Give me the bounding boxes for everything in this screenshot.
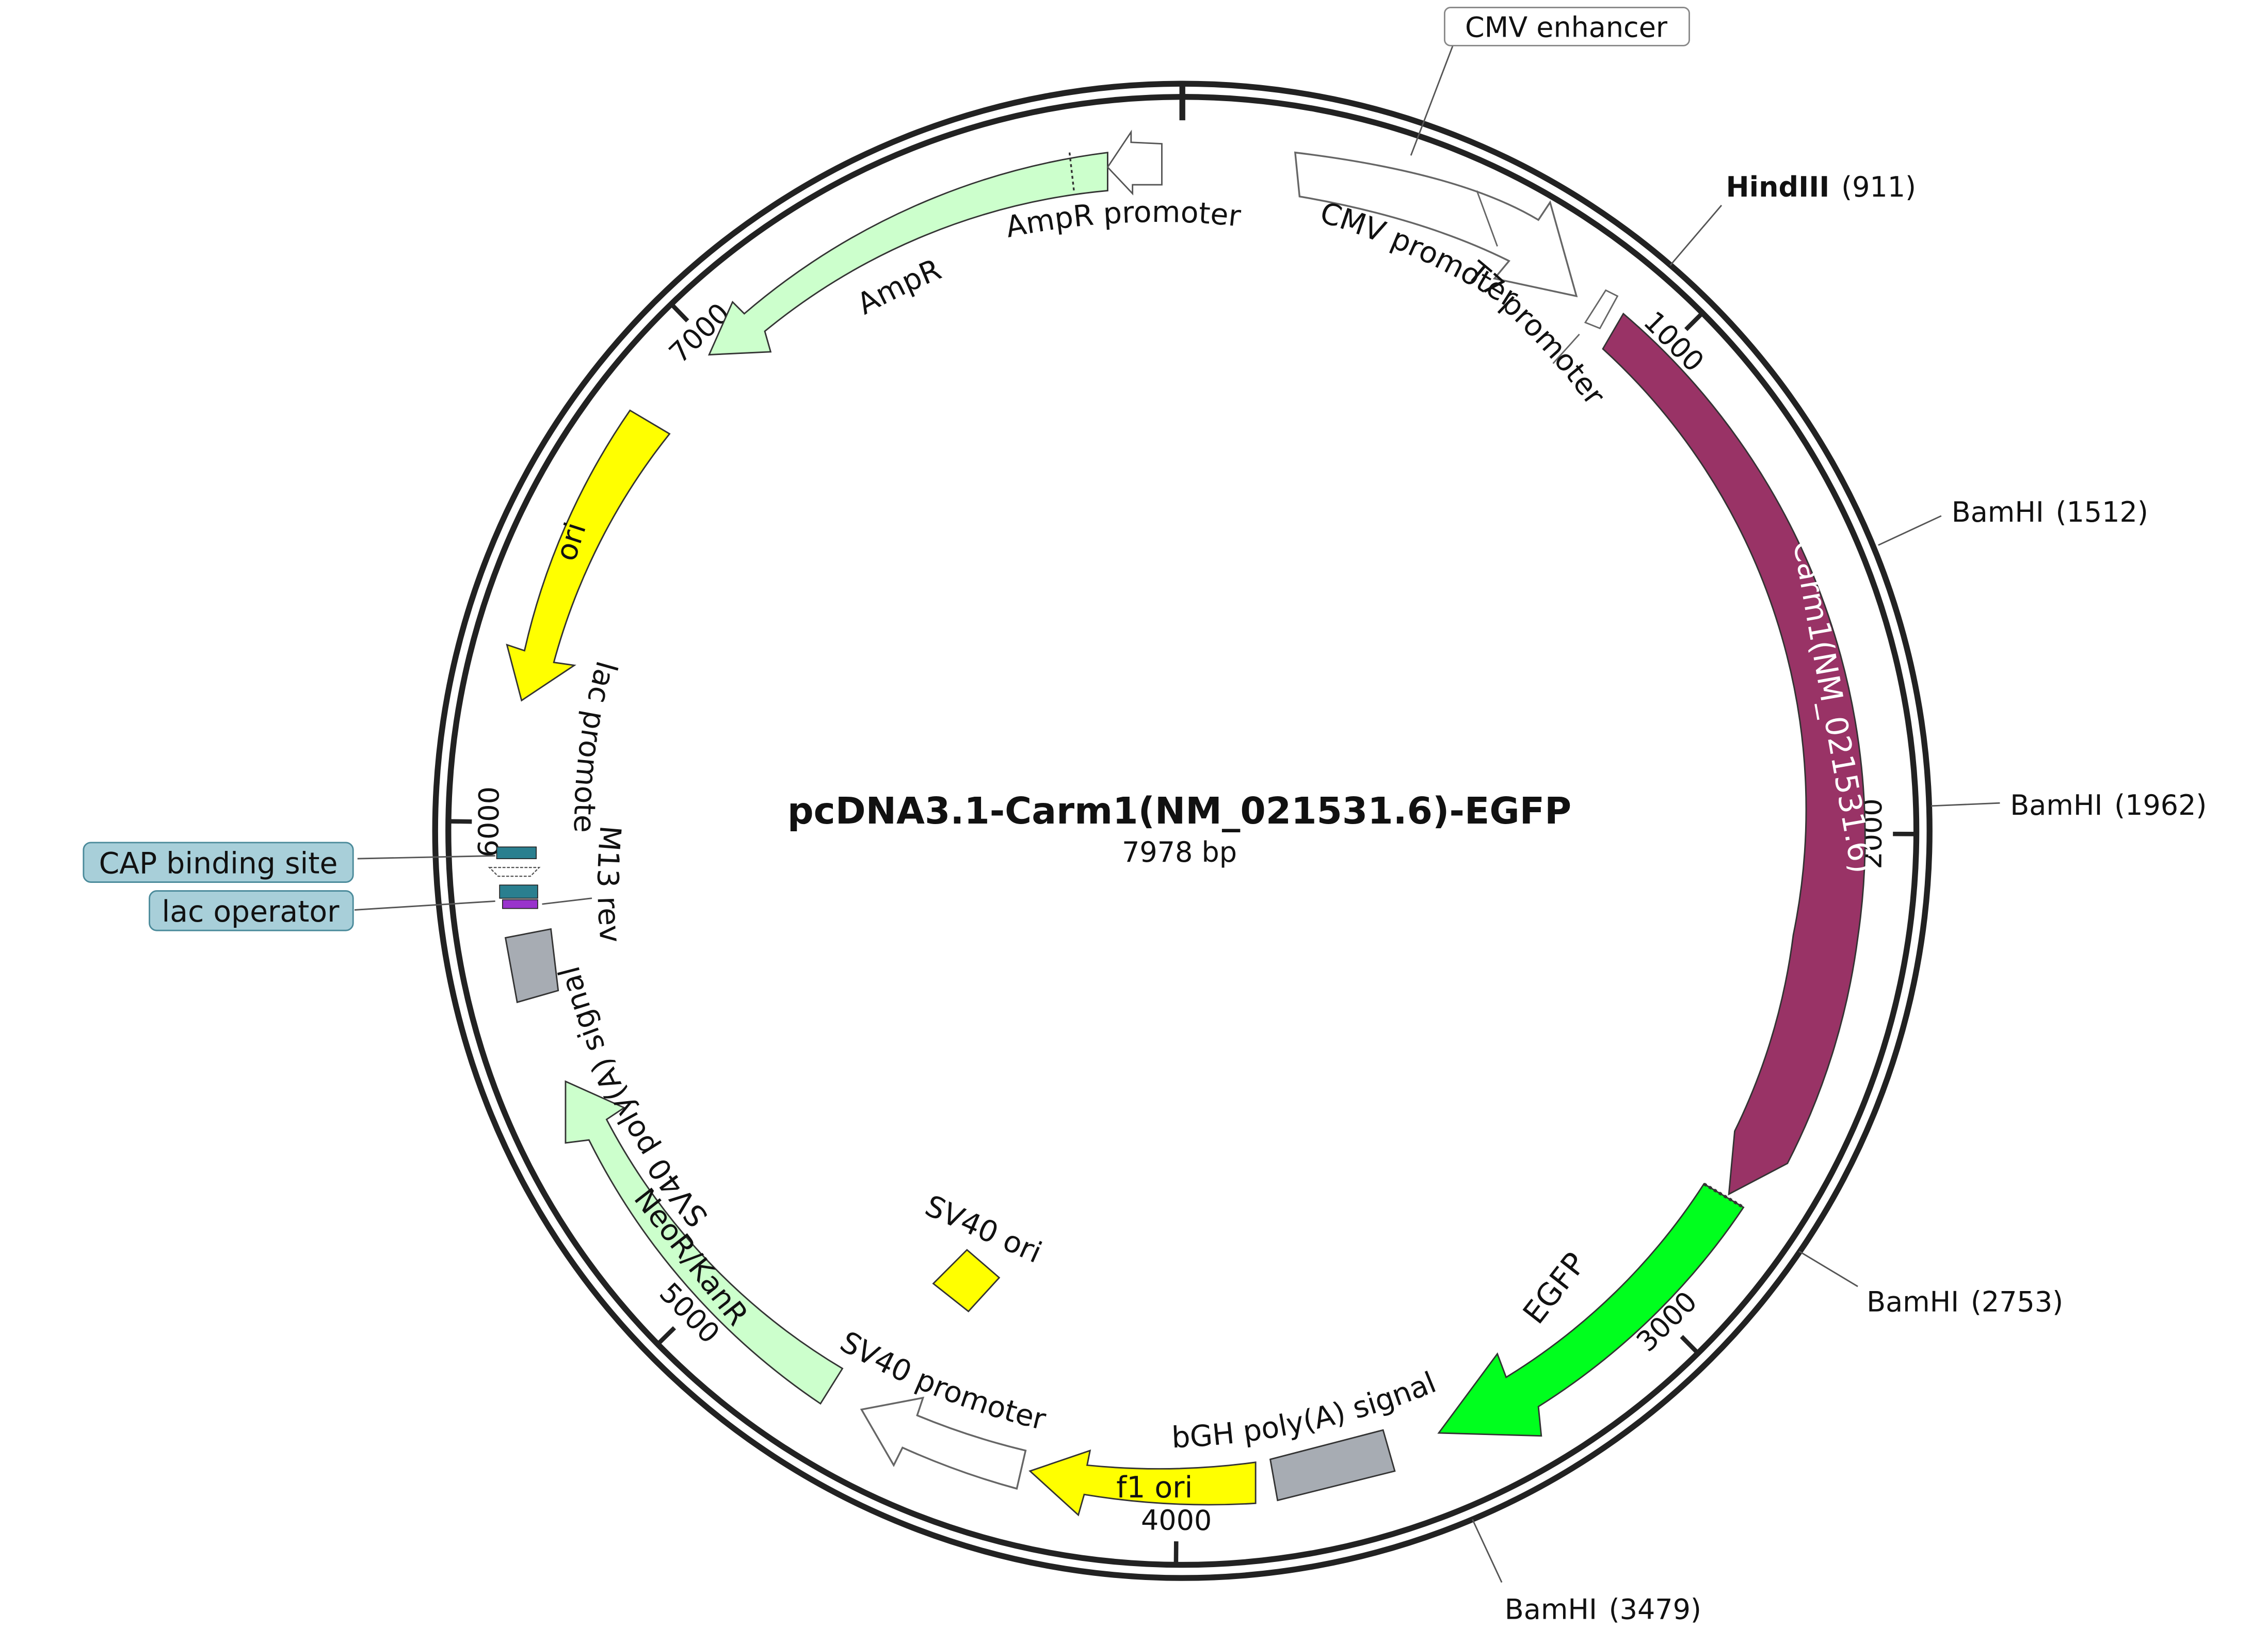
bgh-polya-box [1269, 1429, 1396, 1502]
cmv-promoter-feature: CMV promoter [1294, 151, 1578, 315]
cap-binding-site-bar [496, 846, 537, 859]
tick-mark [448, 819, 472, 824]
lac-operator-feature: lac operator [149, 890, 354, 931]
ampr-promoter-label: AmpR promoter [1003, 195, 1243, 245]
site-label: BamHI(2753) [1867, 1285, 2063, 1318]
tick-mark [656, 1326, 677, 1346]
site-label: BamHI(1962) [2010, 789, 2207, 821]
sv40-ori-feature: SV40 ori [920, 1189, 1047, 1313]
f1-ori-feature: f1 ori [1028, 1449, 1257, 1517]
m13-rev-label: M13 rev [590, 825, 628, 944]
site-label: BamHI(3479) [1505, 1593, 1701, 1626]
ampr-feature: AmpR [707, 152, 1108, 356]
lac-promoter-label: lac promoter [0, 0, 623, 833]
sv40-promoter-feature: SV40 promoter [834, 1325, 1049, 1490]
cap-binding-site-label: CAP binding site [99, 846, 338, 880]
neor-feature: NeoR/KanR [565, 1080, 844, 1405]
cmv-enhancer-feature: CMV enhancer [1410, 7, 1690, 156]
cmv-enhancer-label: CMV enhancer [1465, 11, 1668, 43]
plasmid-title: pcDNA3.1-Carm1(NM_021531.6)-EGFP [787, 789, 1571, 832]
sv40-ori-box [932, 1249, 1001, 1313]
site-label: BamHI(1512) [1952, 496, 2148, 528]
plasmid-length: 7978 bp [1122, 836, 1237, 868]
egfp-arrow [1437, 1183, 1745, 1437]
bgh-polya-label: bGH poly(A) signal [1171, 1365, 1441, 1455]
lac-region-feature [354, 846, 592, 911]
tick-mark [669, 302, 689, 323]
tick-mark [1684, 311, 1704, 331]
cap-binding-site-feature: CAP binding site [83, 842, 354, 883]
restriction-sites: HindIII(911) BamHI(1512) BamHI(1962) Bam… [1472, 171, 2207, 1626]
ampr-arrow [707, 152, 1108, 356]
tick-label: 6000 [472, 786, 506, 858]
lac-operator-bar [502, 899, 538, 909]
neor-arrow [565, 1080, 844, 1405]
tick-label: 4000 [1141, 1504, 1212, 1537]
ori-arrow [506, 409, 671, 702]
f1-ori-arrow [1028, 1449, 1257, 1517]
lac-operator-label: lac operator [162, 895, 340, 929]
sv40-polya-box [504, 928, 559, 1004]
carm1-feature: Carm1(NM_021531.6) [1602, 312, 1879, 1196]
egfp-label: EGFP [1517, 1246, 1594, 1331]
f1-ori-label: f1 ori [1116, 1471, 1193, 1505]
sv40-ori-label: SV40 ori [920, 1189, 1047, 1270]
ori-feature: ori [506, 409, 671, 702]
tick-mark [1680, 1335, 1700, 1355]
sv40-promoter-arrow [860, 1396, 1027, 1490]
site-label: HindIII(911) [1726, 171, 1917, 203]
sv40-polya-feature: SV40 poly(A) signal [504, 928, 715, 1233]
carm1-arrow [1602, 312, 1866, 1196]
ampr-promoter-arrow [1106, 130, 1163, 196]
